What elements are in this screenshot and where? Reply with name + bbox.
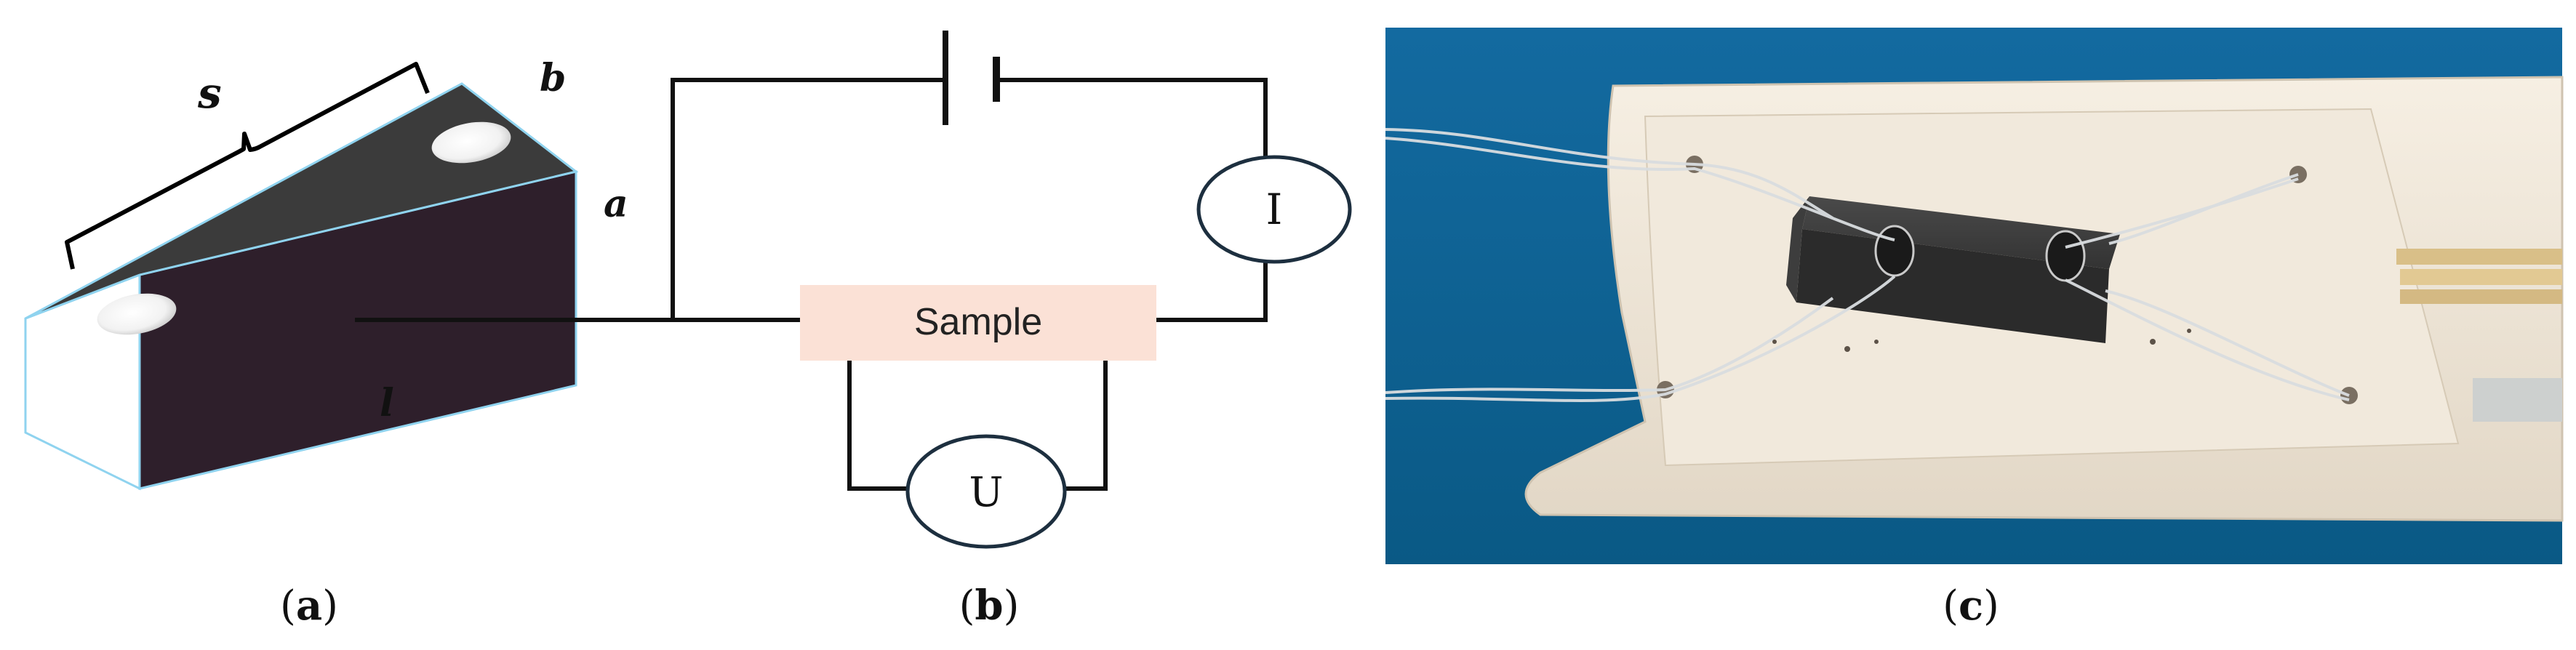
caption-c: (c) — [1943, 582, 1999, 630]
caption-a-letter: a — [296, 582, 322, 630]
caption-b: (b) — [959, 582, 1020, 630]
wire-bottom-left — [1385, 297, 1834, 394]
sample-box — [800, 285, 1156, 361]
sample-block-front — [1796, 229, 2109, 343]
label-b: b — [540, 56, 566, 100]
caption-c-open: ( — [1943, 582, 1959, 630]
wire-top-right-2 — [2065, 177, 2299, 249]
caption-c-letter: c — [1959, 582, 1983, 630]
label-l: l — [380, 381, 394, 425]
label-s: s — [197, 68, 222, 118]
voltmeter-circle — [905, 434, 1067, 549]
debris-dot — [2187, 329, 2191, 333]
panel-a: s b a l (a) — [24, 56, 628, 630]
contact-hole-left — [97, 293, 177, 335]
wire-right-lower — [1156, 258, 1268, 322]
holder-rod-4 — [2473, 378, 2562, 422]
caption-b-close: ) — [1004, 582, 1020, 630]
caption-b-open: ( — [959, 582, 975, 630]
voltmeter-label: U — [969, 469, 1003, 516]
caption-c-close: ) — [1983, 582, 1999, 630]
sample-block-end — [1786, 196, 1809, 302]
wire-right-loop — [996, 78, 1268, 160]
holder-rod-2 — [2400, 269, 2562, 285]
sample-block-top — [1802, 196, 2120, 269]
contact-hole-right — [431, 121, 511, 164]
wire-top-left-2 — [1385, 137, 1895, 241]
wire-bottom-left-2 — [1385, 275, 1896, 403]
ammeter-circle — [1196, 155, 1352, 264]
photo-debris — [1772, 329, 2191, 352]
panel-b-labels: Sample I U (b) — [914, 185, 1283, 630]
ammeter-label: I — [1266, 185, 1283, 234]
caption-a: (a) — [280, 582, 338, 630]
wire-volt-left — [847, 361, 908, 491]
panel-c-photo: (c) — [1385, 28, 2564, 630]
wire-bottom-right — [2105, 289, 2350, 397]
wire-bottom-right-2 — [2065, 278, 2350, 401]
debris-dot — [1772, 340, 1777, 344]
debris-dot — [2150, 339, 2156, 345]
holder-rod-3 — [2400, 289, 2562, 304]
spacing-brace — [65, 62, 430, 270]
holder-rod-1 — [2396, 249, 2562, 265]
contact-right — [2045, 230, 2086, 282]
panel-b — [355, 31, 1352, 549]
debris-dot — [1874, 340, 1879, 344]
debris-dot — [1844, 346, 1850, 352]
caption-a-open: ( — [280, 582, 296, 630]
label-a: a — [604, 182, 628, 226]
caption-a-close: ) — [322, 582, 338, 630]
photo-wires — [1385, 128, 2350, 403]
wire-left-loop — [355, 78, 945, 322]
contact-left — [1874, 225, 1915, 277]
wire-top-right — [2108, 173, 2299, 245]
caption-b-letter: b — [975, 582, 1003, 630]
sample-label: Sample — [914, 301, 1042, 343]
wire-volt-right — [1065, 361, 1108, 491]
wire-top-left — [1385, 128, 1834, 220]
